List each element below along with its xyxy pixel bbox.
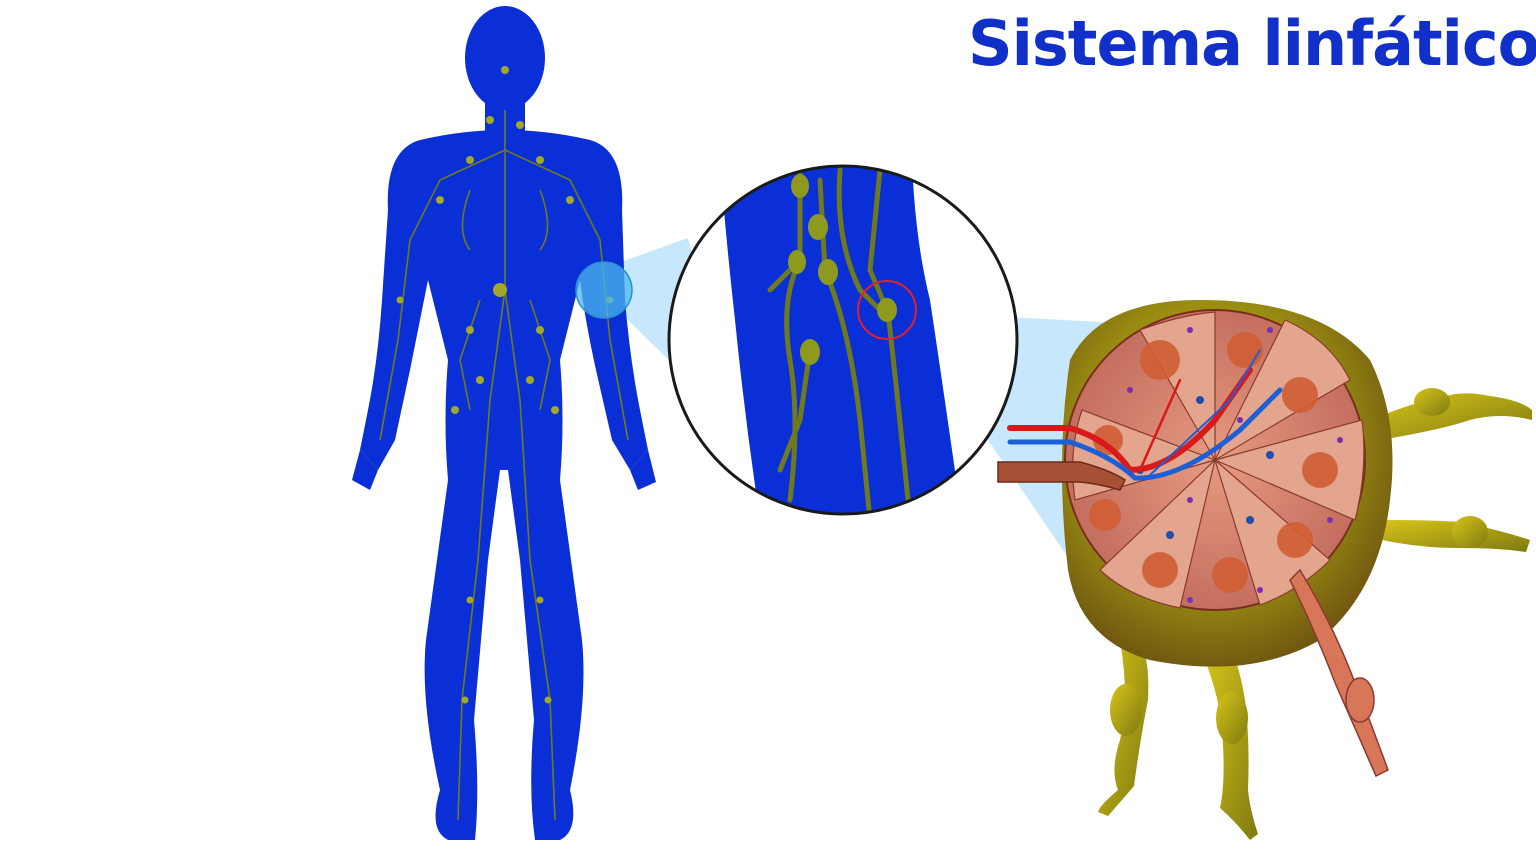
node-highlight-ring: [857, 280, 917, 340]
body-lymph-vessels: [379, 110, 629, 821]
body-lymph-nodes: [396, 66, 614, 704]
human-body-figure: [352, 6, 656, 840]
page-title: Sistema linfático: [968, 7, 1536, 80]
lymph-node-cross-section: [997, 300, 1532, 840]
magnifier-circle: [667, 164, 1019, 516]
arm-highlight-circle: [575, 261, 633, 319]
